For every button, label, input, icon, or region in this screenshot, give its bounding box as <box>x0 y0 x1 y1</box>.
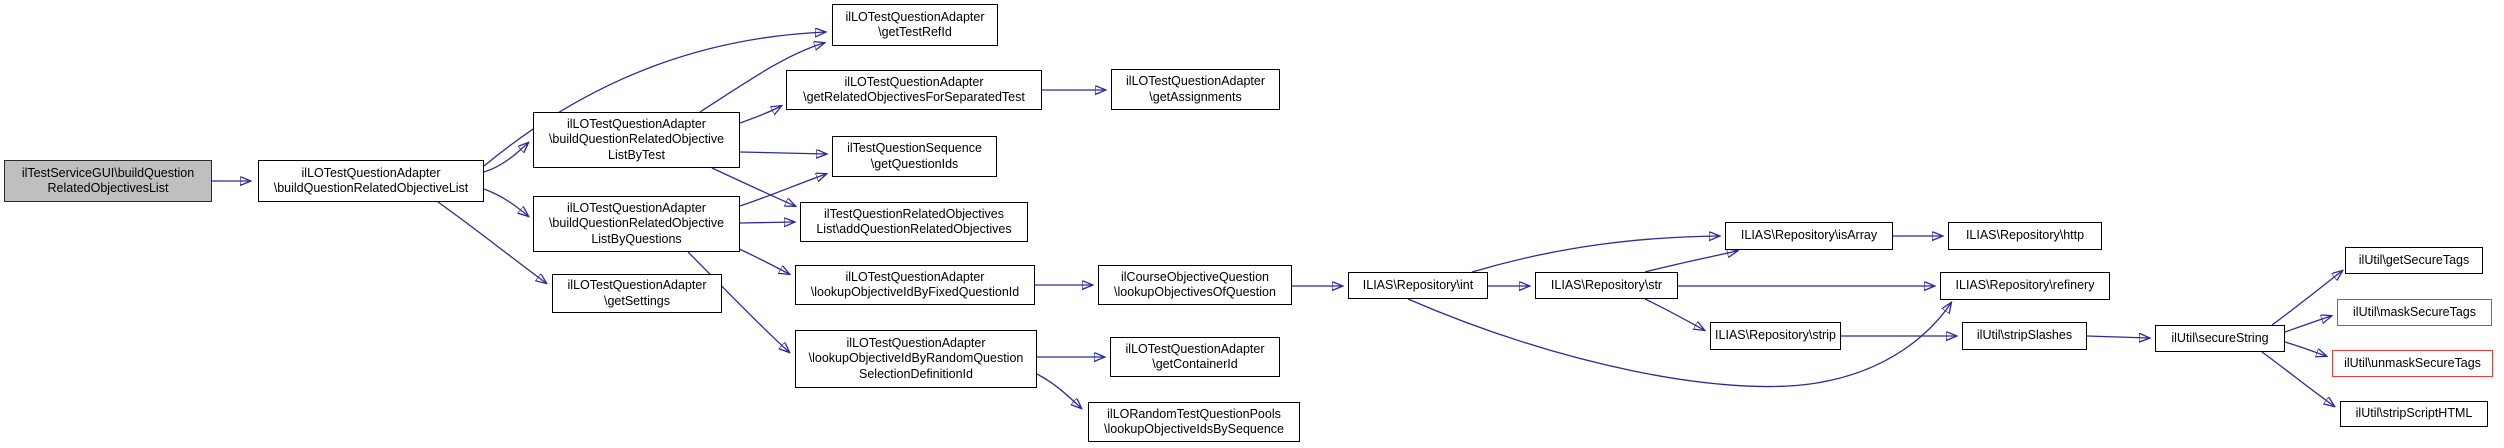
node-repository-int[interactable]: ILIAS\Repository\int <box>1348 272 1488 299</box>
node-build-question-related-objective-list[interactable]: ilLOTestQuestionAdapter \buildQuestionRe… <box>258 160 484 202</box>
edge-repo-str-to-repo-strip <box>1644 298 1704 330</box>
node-get-container-id[interactable]: ilLOTestQuestionAdapter \getContainerId <box>1110 337 1280 377</box>
node-get-secure-tags[interactable]: ilUtil\getSecureTags <box>2345 247 2483 274</box>
edge-adapter-build-to-list-by-test <box>483 143 528 173</box>
node-lookup-objectives-of-question[interactable]: ilCourseObjectiveQuestion \lookupObjecti… <box>1098 265 1292 305</box>
edge-list-by-questions-to-add-q-rel-obj <box>739 222 794 223</box>
edge-list-by-test-to-get-question-ids <box>739 152 826 154</box>
edge-secure-string-to-get-secure-tags <box>2271 271 2342 326</box>
node-lookup-objective-id-by-fixed-question-id[interactable]: ilLOTestQuestionAdapter \lookupObjective… <box>795 265 1035 305</box>
edge-lookup-random-to-lookup-seq <box>1036 373 1081 408</box>
node-build-question-related-objectives-list: ilTestServiceGUI\buildQuestion RelatedOb… <box>4 160 212 202</box>
edge-list-by-test-to-get-test-ref-id <box>699 43 824 113</box>
edge-adapter-build-to-get-test-ref-id <box>483 32 825 167</box>
node-strip-slashes[interactable]: ilUtil\stripSlashes <box>1962 322 2087 350</box>
node-get-question-ids[interactable]: ilTestQuestionSequence \getQuestionIds <box>832 136 997 177</box>
node-mask-secure-tags[interactable]: ilUtil\maskSecureTags <box>2337 299 2492 326</box>
edge-secure-string-to-unmask-secure-tags <box>2284 341 2326 356</box>
edge-strip-slashes-to-secure-string <box>2086 336 2149 338</box>
node-lookup-objective-ids-by-sequence[interactable]: ilLORandomTestQuestionPools \lookupObjec… <box>1088 402 1300 442</box>
node-get-settings[interactable]: ilLOTestQuestionAdapter \getSettings <box>552 274 722 313</box>
edge-repo-int-to-repo-is-array <box>1471 236 1719 273</box>
node-get-related-objectives-for-separated-test[interactable]: ilLOTestQuestionAdapter \getRelatedObjec… <box>786 70 1042 110</box>
edge-list-by-test-to-get-rel-obj-sep <box>739 106 781 124</box>
node-repository-refinery[interactable]: ILIAS\Repository\refinery <box>1940 272 2110 300</box>
node-repository-str[interactable]: ILIAS\Repository\str <box>1535 272 1678 299</box>
node-unmask-secure-tags[interactable]: ilUtil\unmaskSecureTags <box>2332 350 2493 377</box>
edge-list-by-questions-to-lookup-random <box>687 251 789 352</box>
node-repository-is-array[interactable]: ILIAS\Repository\isArray <box>1725 222 1893 250</box>
node-get-test-ref-id[interactable]: ilLOTestQuestionAdapter \getTestRefId <box>832 4 998 46</box>
node-secure-string[interactable]: ilUtil\secureString <box>2155 325 2285 352</box>
edge-repo-str-to-repo-is-array <box>1644 251 1737 273</box>
edge-list-by-questions-to-lookup-fixed <box>736 247 789 274</box>
node-build-list-by-test[interactable]: ilLOTestQuestionAdapter \buildQuestionRe… <box>533 112 740 168</box>
edge-adapter-build-to-list-by-questions <box>483 188 528 216</box>
node-lookup-objective-id-by-random-question-selection-definition-id[interactable]: ilLOTestQuestionAdapter \lookupObjective… <box>795 330 1037 388</box>
edge-adapter-build-to-get-settings <box>437 201 546 283</box>
node-add-question-related-objectives[interactable]: ilTestQuestionRelatedObjectives List\add… <box>800 202 1028 242</box>
node-strip-script-html[interactable]: ilUtil\stripScriptHTML <box>2340 401 2488 427</box>
node-get-assignments[interactable]: ilLOTestQuestionAdapter \getAssignments <box>1111 69 1280 110</box>
edge-secure-string-to-strip-script-html <box>2261 351 2334 406</box>
edge-repo-int-to-repo-refinery <box>1407 298 1951 388</box>
edge-list-by-test-to-add-q-rel-obj <box>711 167 795 206</box>
edge-secure-string-to-mask-secure-tags <box>2284 316 2331 333</box>
node-repository-http[interactable]: ILIAS\Repository\http <box>1948 222 2102 250</box>
node-build-list-by-questions[interactable]: ilLOTestQuestionAdapter \buildQuestionRe… <box>533 196 740 252</box>
edge-list-by-questions-to-get-question-ids <box>739 174 826 207</box>
node-repository-strip[interactable]: ILIAS\Repository\strip <box>1710 322 1841 350</box>
